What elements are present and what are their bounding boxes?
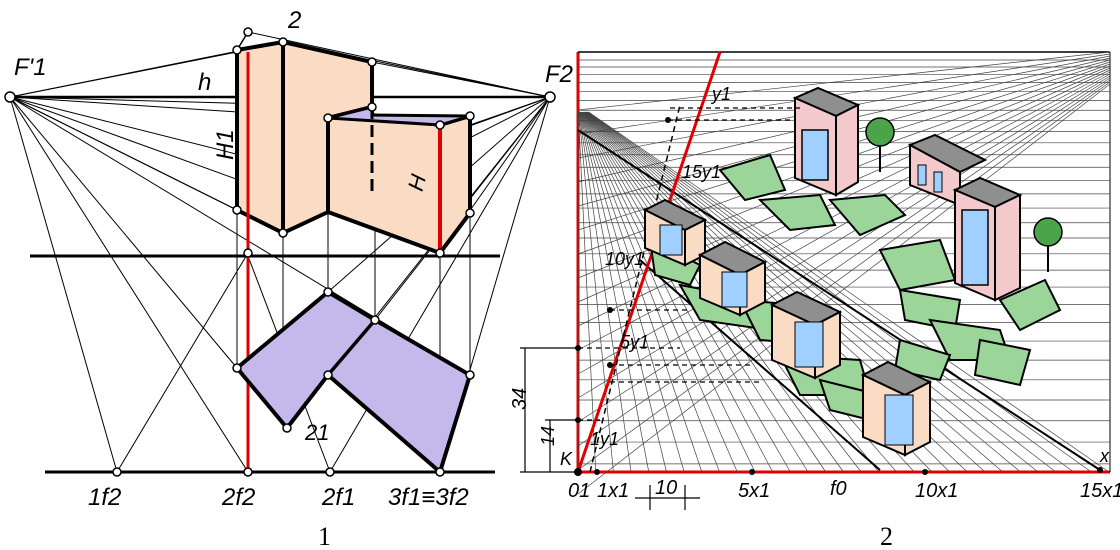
label-2f2: 2f2 — [221, 484, 255, 511]
plan-inner-edge — [326, 318, 377, 377]
grid-f2-line — [577, 81, 1111, 471]
building-left-wall — [235, 39, 285, 237]
label-f0: f0 — [830, 478, 847, 500]
grid-c-line — [586, 111, 1021, 473]
label-2-1: 21 — [304, 420, 329, 445]
dimension-lines — [520, 107, 800, 510]
label-34: 34 — [509, 388, 531, 410]
label-5y1: 5y1 — [620, 332, 649, 352]
building-4 — [642, 198, 708, 267]
label-f2: F2 — [545, 61, 573, 88]
tree-2 — [1033, 217, 1063, 272]
grid-c-line — [587, 111, 1074, 473]
label-10x1: 10x1 — [915, 480, 958, 502]
label-o1: 01 — [568, 480, 590, 502]
label-f1: F'1 — [14, 54, 47, 81]
label-x: x — [1099, 446, 1110, 466]
grid-c-line — [581, 111, 756, 473]
label-h: h — [198, 69, 211, 96]
label-ten: 10 — [655, 477, 677, 499]
grid-c-line — [588, 111, 1110, 473]
plan-shape — [234, 289, 473, 476]
vertex-markers — [4, 27, 556, 477]
label-5x1: 5x1 — [738, 480, 770, 502]
grid-c-line — [579, 111, 667, 473]
grid-f2-line — [577, 73, 1111, 375]
label-15x1: 15x1 — [1080, 480, 1120, 502]
grid-f2-line — [577, 79, 1111, 447]
garden-patches — [648, 153, 1062, 422]
diagonal-line-lower — [639, 259, 881, 471]
label-1f2: 1f2 — [88, 484, 121, 511]
building-5 — [697, 240, 768, 317]
figure-1-caption: 1 — [318, 522, 331, 550]
figure-1: F'1 2 h H1 H 21 1f2 2f2 2f1 3f1≡3f2 1 — [4, 7, 556, 550]
building-7 — [860, 360, 933, 457]
grid-c-line — [580, 111, 738, 473]
axis-points — [574, 117, 1103, 476]
grid-c-line — [578, 111, 632, 473]
tree-1 — [865, 117, 895, 172]
label-14: 14 — [538, 426, 558, 446]
label-H1: H1 — [212, 129, 239, 160]
grid-c-line — [579, 111, 650, 473]
grid-c-line — [580, 111, 720, 473]
building-6 — [769, 290, 843, 380]
grid-c-line — [580, 111, 703, 473]
label-1x1: 1x1 — [597, 480, 629, 502]
grid-c-line — [578, 111, 597, 473]
buildings — [642, 86, 1023, 457]
label-15y1: 15y1 — [682, 162, 721, 182]
label-H: H — [403, 172, 431, 194]
grid-c-line — [578, 111, 614, 473]
label-2f1: 2f1 — [321, 484, 355, 511]
grid-c-line — [586, 111, 1039, 473]
building-right-wall — [438, 113, 472, 259]
label-two: 2 — [287, 7, 301, 34]
label-10y1: 10y1 — [605, 249, 644, 269]
figure-2: F2 y1 15y1 10y1 5y1 1y1 K 01 1x1 10 5x1 … — [509, 51, 1120, 550]
grid-c-line — [579, 111, 685, 473]
grid-f2-line — [577, 75, 1111, 399]
label-y1: y1 — [710, 84, 731, 104]
building-roof-purple — [327, 105, 471, 127]
figure-2-caption: 2 — [880, 522, 893, 550]
diagonal-line — [577, 129, 1101, 471]
grid-f2-line — [577, 51, 1111, 111]
y-axis-dashed — [589, 104, 681, 473]
grid-c-line — [586, 111, 1004, 473]
label-K: K — [560, 449, 573, 469]
grid-f2-line — [577, 83, 1111, 495]
label-3f: 3f1≡3f2 — [388, 484, 469, 511]
label-1y1: 1y1 — [590, 429, 619, 449]
building-2 — [907, 133, 988, 207]
y-axis-red — [576, 51, 722, 473]
building-3 — [952, 176, 1023, 302]
building-1 — [792, 86, 861, 197]
